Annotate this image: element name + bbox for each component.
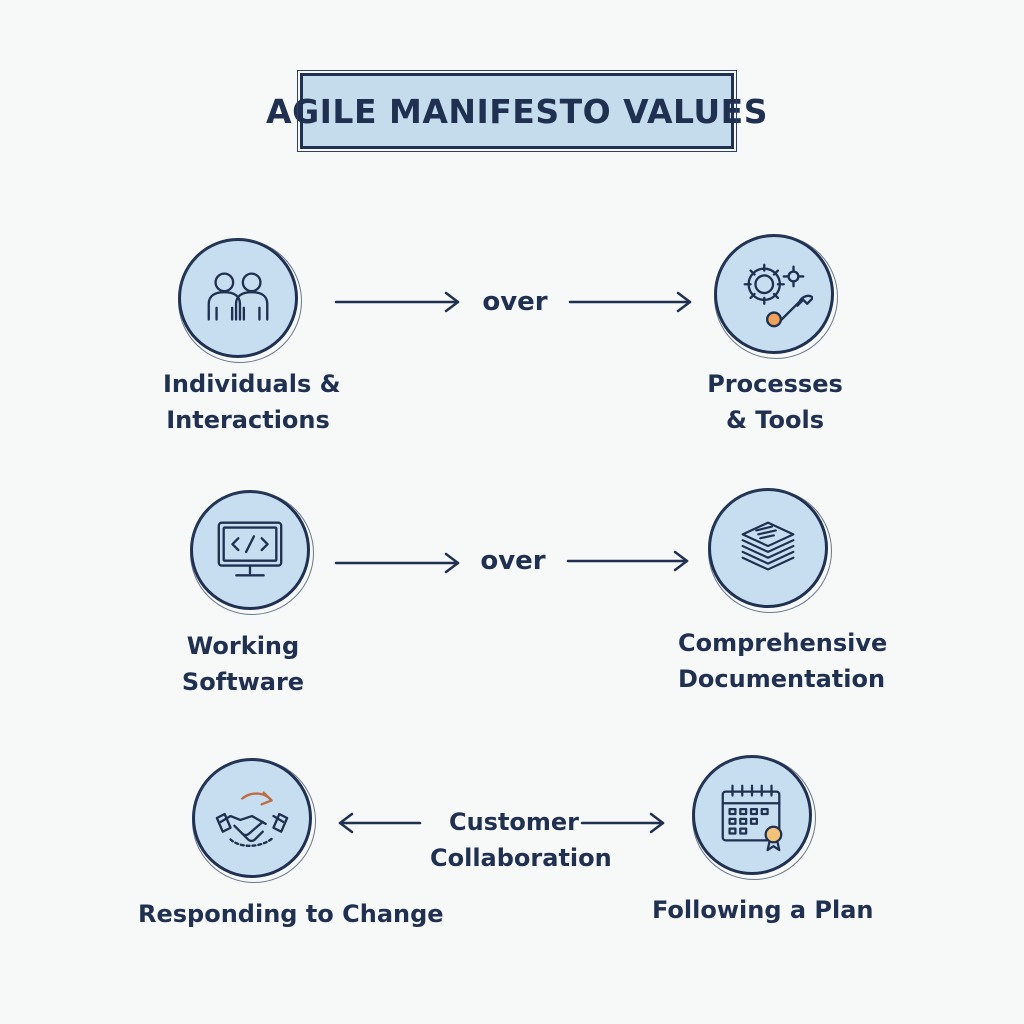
connector-row2: over	[480, 546, 546, 576]
code-monitor-icon	[190, 490, 314, 615]
document-stack-icon	[708, 488, 832, 613]
handshake-icon	[192, 758, 316, 883]
value-right-row1: Processes & Tools	[707, 370, 843, 434]
value-left-row1: Individuals & Interactions	[163, 370, 341, 434]
value-left-row2: Working Software	[181, 632, 305, 696]
value-right-row3: Following a Plan	[652, 896, 874, 924]
diagram-title: AGILE MANIFESTO VALUES	[266, 91, 768, 131]
value-right-row2: Comprehensive Documentation	[678, 629, 888, 693]
title-banner: AGILE MANIFESTO VALUES	[266, 70, 767, 152]
people-icon	[178, 238, 302, 363]
connector-row3: Customer Collaboration	[430, 808, 612, 872]
connector-row1: over	[482, 287, 548, 317]
calendar-icon	[692, 755, 816, 880]
value-left-row3: Responding to Change	[138, 900, 444, 928]
gears-wrench-icon	[714, 234, 838, 359]
